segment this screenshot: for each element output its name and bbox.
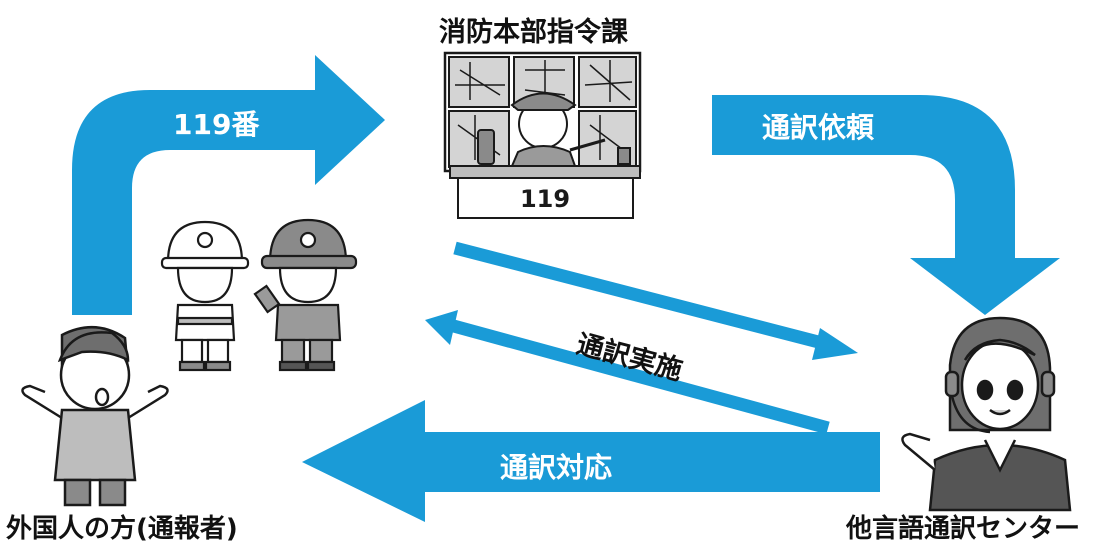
line-to-caller-head <box>425 310 458 345</box>
arrow-request-label: 通訳依頼 <box>762 111 875 144</box>
caller-label: 外国人の方(通報者) <box>6 514 238 544</box>
line-to-center-head <box>812 328 858 360</box>
firefighter-icon <box>160 220 250 372</box>
arrow-119-label: 119番 <box>173 108 260 141</box>
arrow-response <box>302 400 880 522</box>
caller-person-icon <box>21 325 169 507</box>
arrow-response-label: 通訳対応 <box>500 451 613 484</box>
line-to-caller <box>448 318 830 435</box>
arrow-119 <box>72 55 385 315</box>
console-number: 119 <box>520 185 570 213</box>
interpretation-center-label: 他言語通訳センター <box>846 514 1081 544</box>
firefighter-icon <box>253 218 358 372</box>
dispatch-console-icon <box>443 51 642 219</box>
arrow-request <box>712 95 1060 315</box>
line-to-center <box>453 241 832 352</box>
dispatch-center-label: 消防本部指令課 <box>439 17 628 48</box>
operator-headset-icon <box>901 316 1072 512</box>
